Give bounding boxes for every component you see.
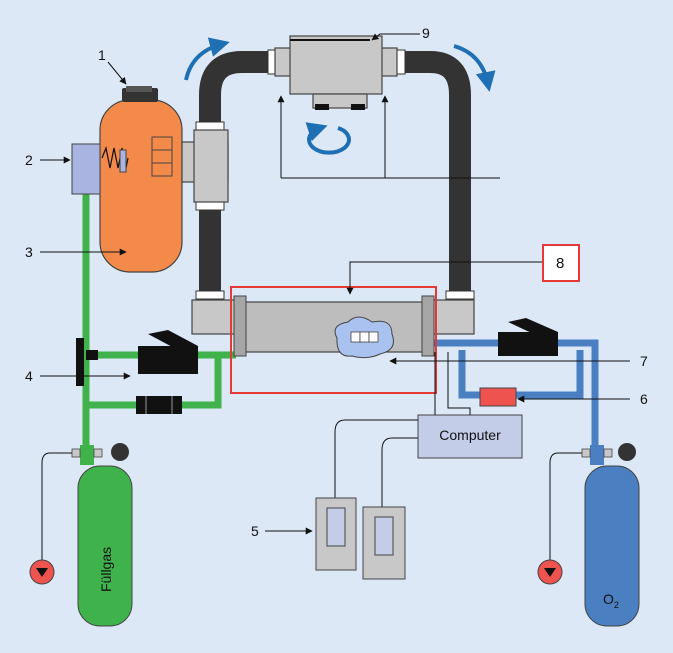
callout-6: 6 [640,391,648,407]
circulation-hoses [199,51,471,300]
callout-1: 1 [98,47,106,63]
fill-gas-label: Füllgas [98,547,114,592]
computer-label: Computer [439,427,501,443]
o2-label-sub: 2 [614,600,619,610]
o2-side-valve [498,318,558,356]
callout-leaders [40,33,630,535]
callout-4: 4 [25,368,33,384]
o2-label-main: O [603,591,614,607]
callout-7: 7 [640,353,648,369]
callout-8-box [542,244,580,282]
exposure-chamber [191,295,475,359]
pressure-gauge-icon [29,559,55,585]
hose-rings [195,49,475,300]
o2-lines [432,339,599,445]
humidifier-vessel [99,86,229,273]
circular-flow-arrow-icon [305,122,351,155]
o2-cylinder [581,443,640,627]
computer-box [417,414,523,459]
callout-2: 2 [25,152,33,168]
gauge-lines [41,452,582,560]
spring-valve [71,143,129,195]
callout-8: 8 [556,255,564,272]
callout-5: 5 [251,523,259,539]
flow-arrow-left-icon [184,37,230,81]
green-side-valves [76,330,198,414]
callout-9: 9 [422,25,430,41]
o2-label: O2 [603,591,619,610]
computer-cables [334,352,471,507]
fill-gas-cylinder [71,443,133,627]
oxygen-sensor [479,387,517,407]
flow-arrow-right-icon [453,44,496,92]
pressure-gauge-icon [537,559,563,585]
top-t-piece [274,35,398,110]
chamber-highlight-frame [230,286,437,394]
callout-3: 3 [25,244,33,260]
handheld-meters [315,497,406,580]
